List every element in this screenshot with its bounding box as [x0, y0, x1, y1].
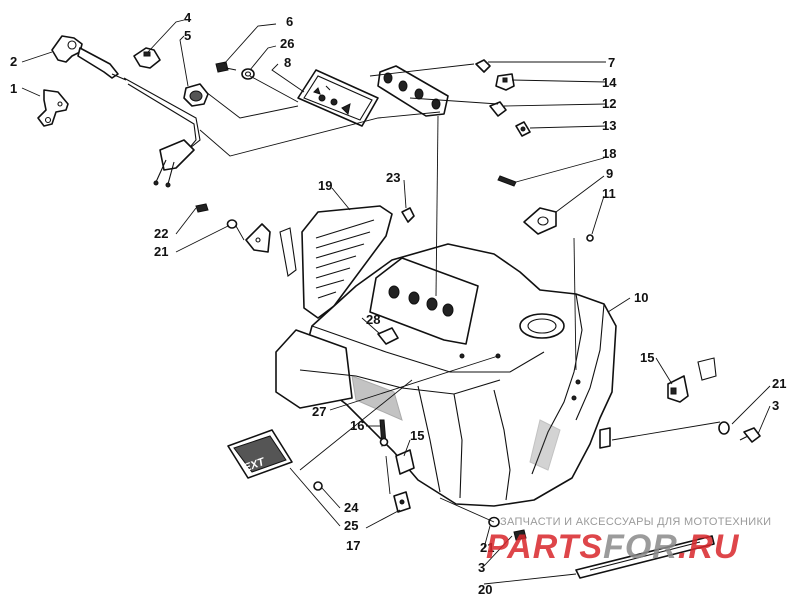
callout-5: 5 [184, 28, 191, 43]
watermark-brand-parts: PARTS [486, 528, 603, 566]
part-12-nut [489, 101, 507, 117]
callout-3-lower: 3 [478, 560, 485, 575]
callout-21-left: 21 [154, 244, 168, 259]
callout-20: 20 [478, 582, 492, 597]
callout-24: 24 [344, 500, 359, 515]
callout-8: 8 [284, 55, 291, 70]
part-20-trim-strip [575, 535, 715, 579]
leader-lines [21, 19, 771, 585]
callout-15-right: 15 [640, 350, 654, 365]
callout-4: 4 [184, 10, 192, 25]
part-13-bulb [515, 121, 531, 137]
callout-7: 7 [608, 55, 615, 70]
part-19-vent-grille [301, 205, 393, 319]
part-24-nut [313, 481, 323, 491]
throttle-cable [123, 77, 201, 188]
watermark-brand-for: FOR [603, 528, 678, 566]
callout-labels: 1 2 4 5 6 26 8 7 14 12 13 18 9 11 19 23 … [10, 10, 786, 597]
callout-2: 2 [10, 54, 17, 69]
callout-17: 17 [346, 538, 360, 553]
callout-27: 27 [312, 404, 326, 419]
callout-11: 11 [602, 186, 616, 201]
callout-23: 23 [386, 170, 400, 185]
part-10-console-body [275, 243, 617, 507]
part-3-screw-lower [513, 529, 527, 541]
part-2-throttle-lever [51, 35, 127, 81]
callout-22: 22 [154, 226, 168, 241]
callout-16: 16 [350, 418, 364, 433]
part-9-plate [523, 207, 557, 235]
part-8-instrument-panel [297, 69, 379, 127]
watermark: ЗАПЧАСТИ И АКСЕССУАРЫ ДЛЯ МОТОТЕХНИКИ PA… [486, 516, 771, 566]
callout-18: 18 [602, 146, 616, 161]
callout-3-right: 3 [772, 398, 779, 413]
part-17-bracket [393, 491, 411, 513]
callout-12: 12 [602, 96, 616, 111]
part-3-screw-right [739, 427, 761, 443]
callout-19: 19 [318, 178, 332, 193]
part-16-pin [379, 419, 389, 447]
part-25-emblem: EXT [227, 429, 293, 479]
watermark-caption: ЗАПЧАСТИ И АКСЕССУАРЫ ДЛЯ МОТОТЕХНИКИ [500, 516, 771, 528]
part-1-bracket [37, 89, 69, 127]
part-14-switch [495, 73, 515, 91]
watermark-brand: PARTSFOR.RU [486, 528, 740, 566]
callout-14: 14 [602, 75, 617, 90]
part-23-clip [401, 207, 415, 223]
callout-15-lower: 15 [410, 428, 424, 443]
part-22-screw [195, 203, 209, 213]
callout-9: 9 [606, 166, 613, 181]
panel-gasket-plate [377, 65, 449, 117]
callout-13: 13 [602, 118, 616, 133]
callout-25: 25 [344, 518, 358, 533]
callout-26: 26 [280, 36, 294, 51]
callout-28: 28 [366, 312, 380, 327]
part-18-screw [497, 175, 517, 187]
part-6-screw [215, 61, 237, 73]
part-4-clip [133, 47, 161, 69]
side-bracket [245, 223, 297, 277]
callout-10: 10 [634, 290, 648, 305]
callout-6: 6 [286, 14, 293, 29]
part-5-switch [183, 83, 209, 107]
part-21-washer-right [718, 421, 730, 435]
callout-21-right: 21 [772, 376, 786, 391]
watermark-brand-ru: .RU [678, 528, 740, 566]
callout-1: 1 [10, 81, 17, 96]
part-15-bracket-right [667, 357, 717, 403]
part-7-nut [475, 59, 491, 73]
part-21-washer-left [226, 219, 238, 229]
callout-21-lower: 21 [480, 540, 494, 555]
part-11-nut [586, 234, 594, 242]
